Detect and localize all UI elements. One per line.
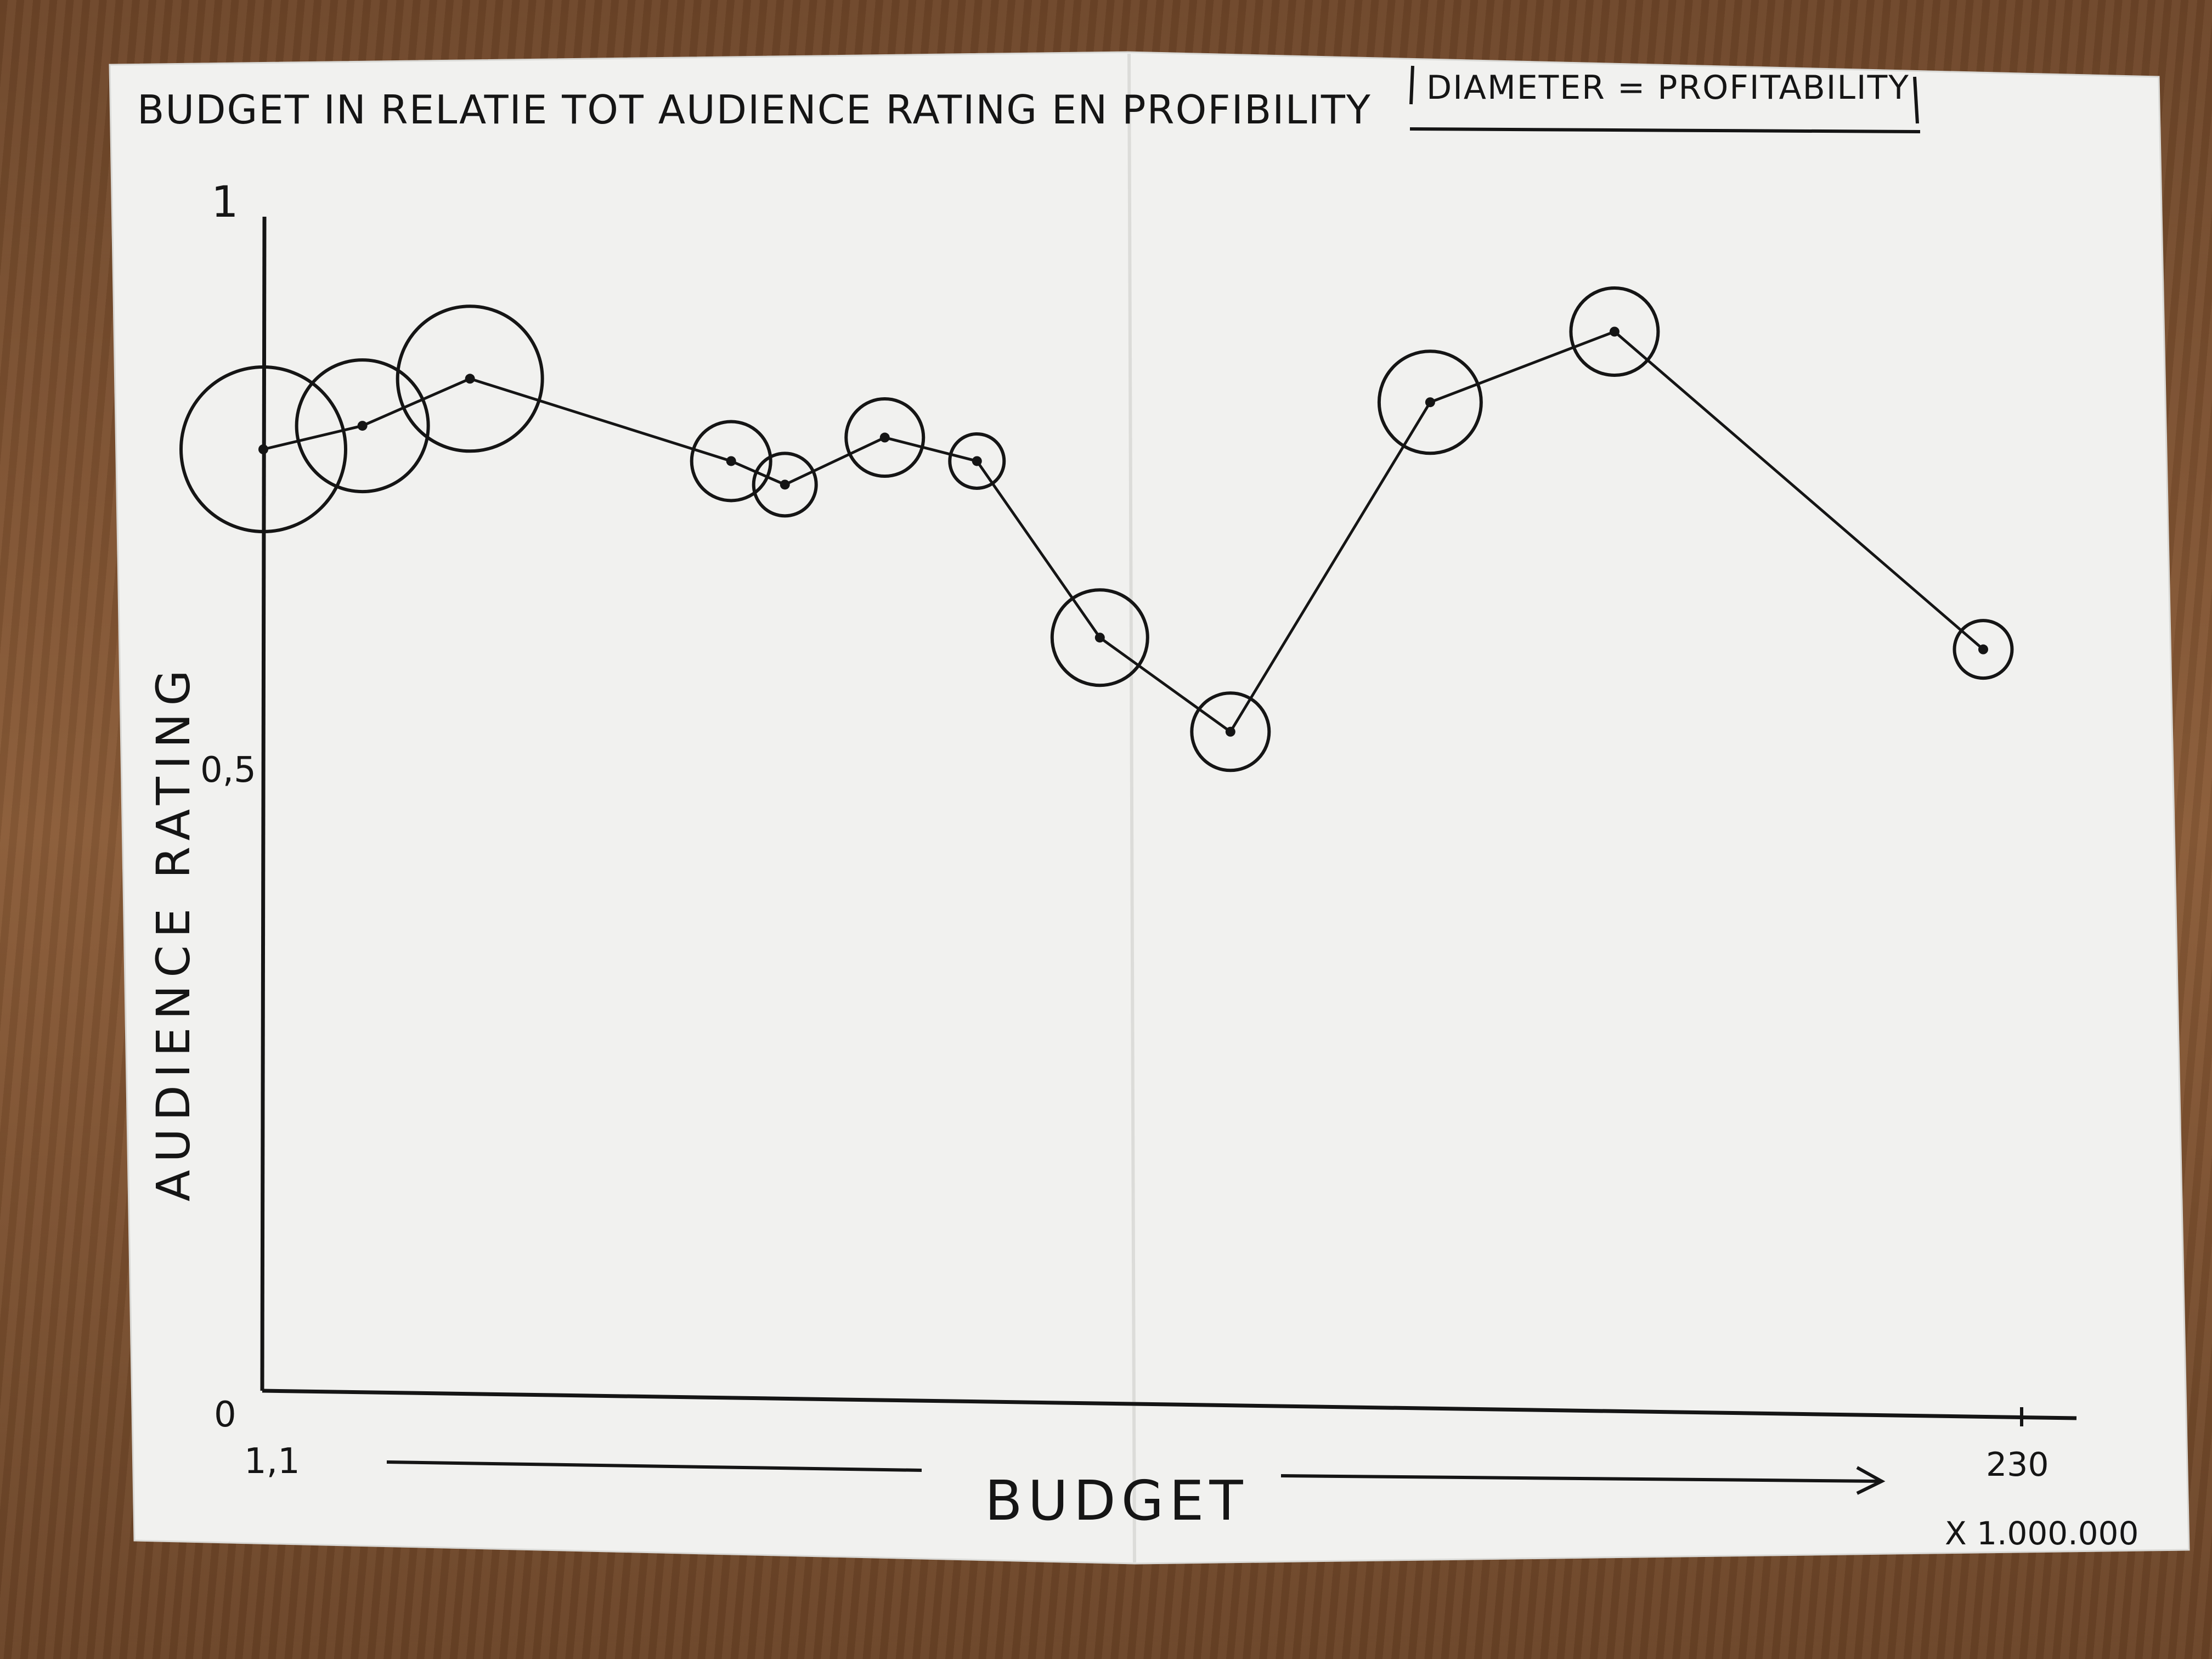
- data-point-6: [972, 456, 982, 466]
- legend-bar-right: [1913, 76, 1919, 124]
- x-direction-arrowhead: [1856, 1466, 1886, 1495]
- y-tick-label-0: 0: [214, 1395, 236, 1435]
- y-tick-label-1: 0,5: [200, 750, 256, 791]
- profit-bubble-1: [295, 358, 430, 494]
- legend-bar-left: [1409, 65, 1414, 105]
- data-point-0: [258, 444, 268, 454]
- profit-bubble-9: [1377, 349, 1483, 455]
- x-axis: [262, 1389, 2077, 1420]
- y-tick-label-2: 1: [211, 178, 239, 227]
- legend-note: Diameter = profitability: [1426, 69, 1910, 107]
- x-direction-line-right: [1280, 1474, 1882, 1483]
- profit-bubble-7: [1050, 588, 1149, 687]
- x-direction-line-left: [386, 1460, 922, 1472]
- profit-bubble-8: [1190, 691, 1271, 772]
- data-point-11: [1978, 644, 1988, 654]
- legend-underline: [1409, 127, 1921, 133]
- data-point-1: [357, 421, 368, 431]
- x-unit-label: x 1.000.000: [1945, 1515, 2138, 1552]
- profit-bubble-6: [948, 432, 1006, 490]
- data-point-10: [1609, 326, 1620, 337]
- profit-bubble-11: [1953, 619, 2014, 680]
- paper-fold: [1127, 53, 1136, 1563]
- series-line: [263, 330, 1984, 734]
- data-point-8: [1225, 726, 1235, 737]
- x-axis-title: Budget: [985, 1469, 1249, 1533]
- profit-bubble-4: [752, 452, 818, 518]
- data-point-9: [1425, 397, 1435, 408]
- profit-bubble-5: [844, 397, 926, 478]
- data-point-5: [879, 432, 890, 443]
- data-point-2: [465, 374, 475, 384]
- y-axis: [260, 216, 267, 1391]
- chart-title: Budget in relatie tot audience rating en…: [137, 87, 1372, 133]
- profit-bubble-3: [690, 420, 772, 503]
- profit-bubble-10: [1569, 286, 1660, 377]
- data-point-4: [780, 479, 790, 490]
- x-tick-label-1: 230: [1986, 1446, 2049, 1484]
- x-tick-label-0: 1,1: [244, 1441, 300, 1482]
- paper-sheet: [109, 51, 2190, 1565]
- y-axis-title: Audience rating: [146, 662, 200, 1201]
- profit-bubble-2: [396, 304, 544, 453]
- plot-area: [179, 286, 2014, 772]
- data-point-3: [726, 456, 736, 466]
- data-point-7: [1094, 633, 1105, 643]
- profit-bubble-0: [179, 365, 347, 533]
